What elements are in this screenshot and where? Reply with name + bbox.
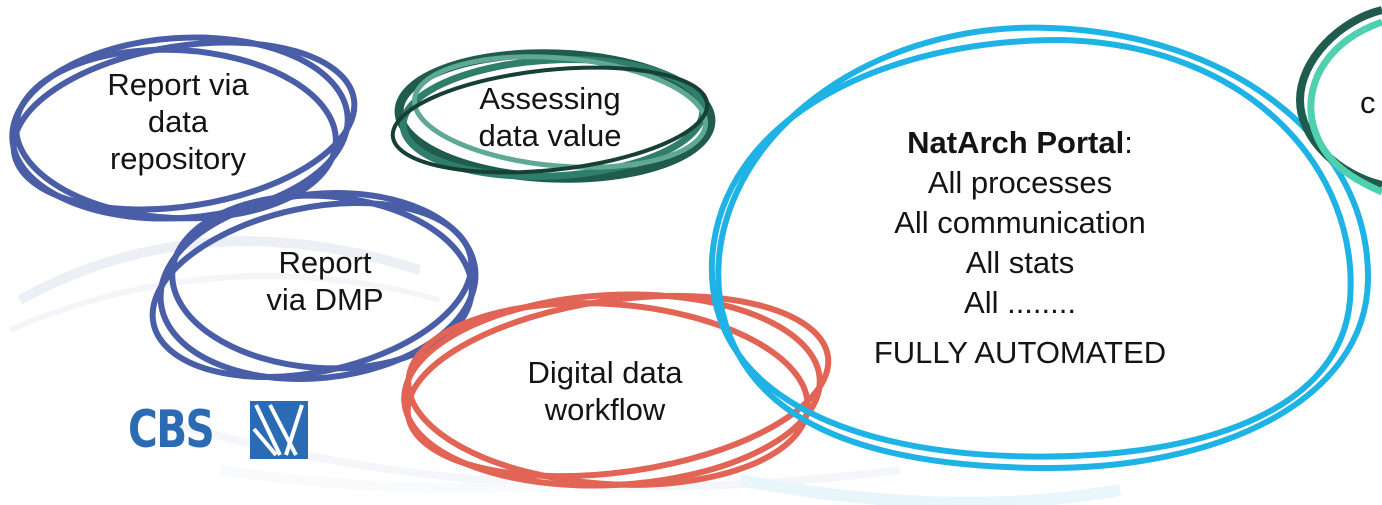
portal-line-2: All communication bbox=[894, 205, 1146, 240]
portal-footer: FULLY AUTOMATED bbox=[873, 335, 1167, 370]
portal-bubble bbox=[708, 24, 1372, 472]
repository-label: Report via data repository bbox=[78, 66, 278, 177]
assessing-line-2: data value bbox=[478, 118, 622, 153]
workflow-line-1: Digital data bbox=[527, 355, 683, 390]
cbs-logo-mark-icon bbox=[250, 401, 308, 459]
assessing-line-1: Assessing bbox=[479, 81, 621, 116]
portal-title-row: NatArch Portal: bbox=[810, 123, 1230, 163]
portal-line-1: All processes bbox=[927, 165, 1113, 200]
partial-bubble bbox=[1295, 6, 1382, 196]
repository-line-1: Report via bbox=[107, 67, 249, 102]
dmp-label: Report via DMP bbox=[240, 244, 410, 318]
partial-bubble-label: c bbox=[1360, 85, 1376, 120]
assessing-bubble bbox=[390, 49, 716, 183]
portal-title-suffix: : bbox=[1124, 125, 1133, 160]
repository-line-3: repository bbox=[109, 141, 247, 176]
assessing-label: Assessing data value bbox=[440, 80, 660, 154]
cbs-logo: CBS bbox=[128, 398, 308, 462]
dmp-bubble bbox=[149, 190, 479, 382]
portal-line-4: All ........ bbox=[964, 285, 1076, 320]
workflow-line-2: workflow bbox=[544, 392, 666, 427]
repository-bubble bbox=[9, 34, 358, 222]
workflow-bubble bbox=[401, 291, 832, 489]
workflow-label: Digital data workflow bbox=[470, 354, 740, 428]
dmp-line-2: via DMP bbox=[266, 282, 384, 317]
dmp-line-1: Report bbox=[278, 245, 372, 280]
portal-title: NatArch Portal bbox=[907, 125, 1125, 160]
portal-label: NatArch Portal: All processes All commun… bbox=[810, 123, 1230, 373]
portal-line-3: All stats bbox=[965, 245, 1075, 280]
cbs-logo-text: CBS bbox=[128, 400, 215, 460]
repository-line-2: data bbox=[147, 104, 209, 139]
